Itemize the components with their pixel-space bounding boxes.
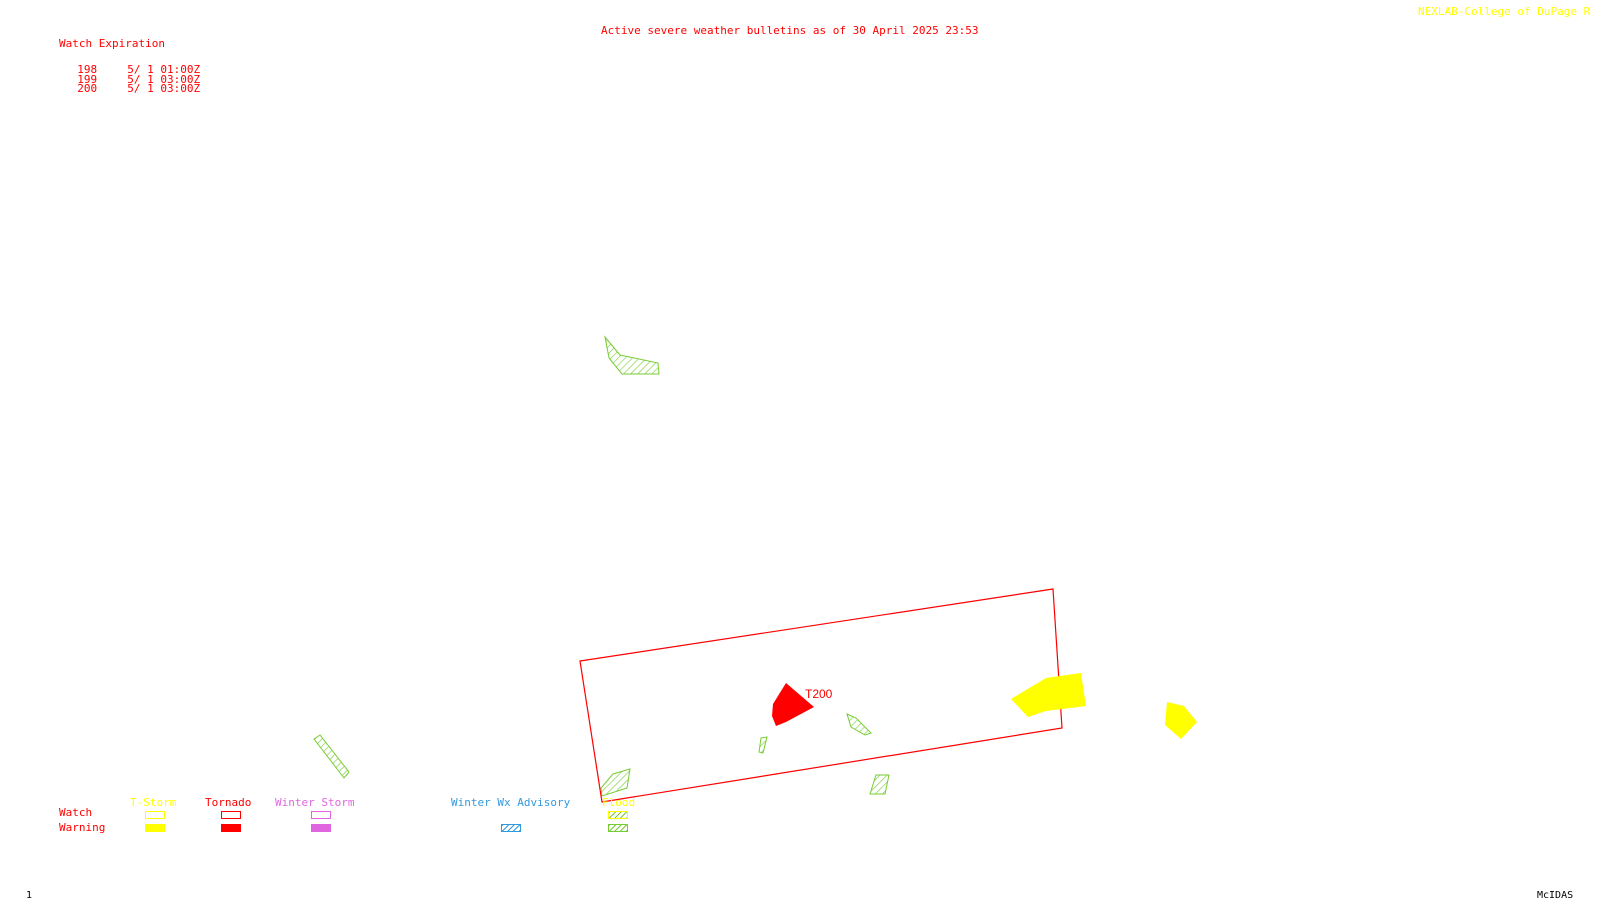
winter-storm-warning-swatch — [311, 824, 331, 832]
legend-tornado-label: Tornado — [205, 796, 252, 809]
legend-watch-label: Watch — [59, 806, 93, 819]
watch-row-200: 200 5/ 1 03:00Z — [64, 74, 200, 94]
watch-expiration-heading: Watch Expiration — [59, 37, 165, 50]
watch-number: 198 — [77, 63, 98, 76]
tornado-warning-swatch — [221, 824, 241, 832]
software-credit: McIDAS — [1537, 890, 1574, 901]
tornado-watch-box-200 — [579, 588, 1063, 803]
frame-number: 1 — [26, 890, 33, 901]
tstorm-watch-swatch — [145, 811, 165, 819]
tornado-warning-polygon — [772, 683, 814, 726]
legend-winter-storm-label: Winter Storm — [275, 796, 355, 809]
flood-warning-polygon-4 — [758, 736, 768, 754]
flood-warning-polygon-6 — [869, 774, 890, 795]
watch-expiry: 5/ 1 03:00Z — [127, 82, 201, 95]
flood-warning-polygon-5 — [600, 768, 631, 797]
winter-advisory-swatch — [501, 824, 521, 832]
flood-watch-swatch — [608, 811, 628, 819]
tornado-watch-swatch — [221, 811, 241, 819]
flood-warning-polygon-1 — [604, 335, 660, 375]
winter-storm-watch-swatch — [311, 811, 331, 819]
watch-row-199: 199 5/ 1 03:00Z — [64, 65, 200, 85]
legend-warning-label: Warning — [59, 821, 106, 834]
watch-number: 199 — [77, 73, 98, 86]
watch-row-198: 198 5/ 1 01:00Z — [64, 55, 200, 75]
watch-expiry: 5/ 1 01:00Z — [127, 63, 201, 76]
source-credit: NEXLAB-College of DuPage R — [1418, 5, 1591, 18]
watch-number: 200 — [77, 82, 98, 95]
watch-box-label: T200 — [805, 687, 833, 701]
tstorm-warning-polygon-2 — [1165, 702, 1197, 739]
flood-warning-polygon-2 — [313, 734, 350, 779]
flood-warning-swatch — [608, 824, 628, 832]
tstorm-warning-swatch — [145, 824, 165, 832]
bulletin-title: Active severe weather bulletins as of 30… — [601, 24, 979, 37]
tstorm-warning-polygon-1 — [1011, 673, 1086, 717]
flood-warning-polygon-3 — [846, 713, 872, 736]
legend-flood-label: Flood — [602, 796, 636, 809]
legend-tstorm-label: T-Storm — [130, 796, 177, 809]
watch-expiry: 5/ 1 03:00Z — [127, 73, 201, 86]
legend-winter-advisory-label: Winter Wx Advisory — [451, 796, 571, 809]
